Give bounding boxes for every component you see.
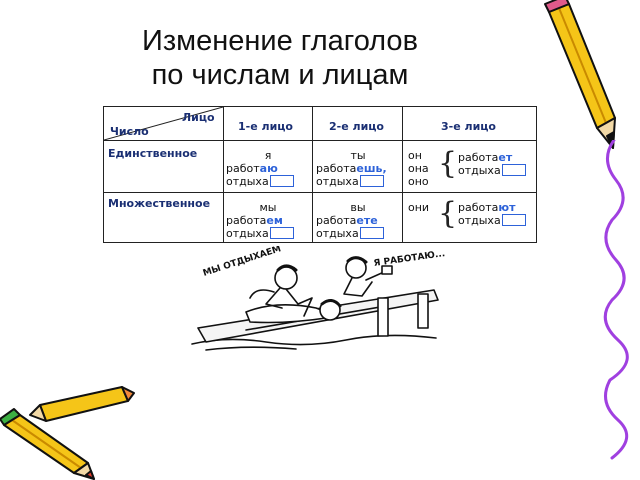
caption-we-rest: МЫ ОТДЫХАЕМ xyxy=(202,246,283,279)
title-line-2: по числам и лицам xyxy=(151,59,409,91)
verb-ending: аю xyxy=(259,162,278,175)
column-header-third: 3-е лицо xyxy=(441,120,496,133)
row-label-singular: Единственное xyxy=(108,147,198,160)
verb-stem: отдыха xyxy=(458,214,501,227)
verb-ending: ют xyxy=(498,201,516,214)
cell-singular-first: я работаю отдыха xyxy=(226,149,310,188)
decorative-squiggle xyxy=(603,140,629,460)
verb-stem: отдыха xyxy=(458,164,501,177)
pencil-icon xyxy=(544,0,616,149)
pronoun: ты xyxy=(350,149,366,162)
brace-icon: { xyxy=(438,196,458,231)
verb-stem: отдыха xyxy=(226,175,269,188)
column-header-second: 2-е лицо xyxy=(329,120,384,133)
verb-stem: работа xyxy=(458,151,499,164)
corner-label-number: Число xyxy=(110,125,149,138)
verb-stem: отдыха xyxy=(316,175,359,188)
col-divider xyxy=(312,107,313,242)
cell-plural-second: вы работаете отдыха xyxy=(316,201,400,240)
brace-icon: { xyxy=(438,146,458,181)
pronoun: оно xyxy=(408,175,429,188)
pronoun: они xyxy=(408,201,430,214)
row-divider xyxy=(104,192,536,193)
cell-plural-third-pronouns: они xyxy=(408,201,429,214)
column-header-first: 1-е лицо xyxy=(238,120,293,133)
verb-ending: ем xyxy=(266,214,283,227)
cell-singular-second: ты работаешь, отдыха xyxy=(316,149,400,188)
verb-stem: работа xyxy=(316,162,357,175)
pronoun: он xyxy=(408,149,422,162)
caption-i-work: Я РАБОТАЮ... xyxy=(373,249,446,269)
ending-blank-box xyxy=(359,227,384,239)
cell-plural-first: мы работаем отдыха xyxy=(226,201,310,240)
pronoun: я xyxy=(264,149,272,162)
ending-blank-box xyxy=(501,214,526,226)
verb-stem: работа xyxy=(458,201,499,214)
verb-stem: работа xyxy=(316,214,357,227)
title-line-1: Изменение глаголов xyxy=(142,25,418,57)
page-title: Изменение глаголов по числам и лицам xyxy=(0,24,560,92)
verb-stem: работ xyxy=(226,162,260,175)
pronoun: вы xyxy=(350,201,366,214)
cell-singular-third-verbs: работает отдыха xyxy=(458,151,526,177)
ending-blank-box xyxy=(501,164,526,176)
pencils-icon xyxy=(0,386,135,480)
col-divider xyxy=(402,107,403,242)
verb-stem: отдыха xyxy=(226,227,269,240)
cell-plural-third-verbs: работают отдыха xyxy=(458,201,526,227)
verb-ending: ете xyxy=(356,214,378,227)
cell-singular-third-pronouns: он она оно xyxy=(408,149,429,188)
corner-label-person: Лицо xyxy=(182,111,215,124)
row-label-plural: Множественное xyxy=(108,197,211,210)
ending-blank-box xyxy=(269,175,294,187)
ending-blank-box xyxy=(359,175,384,187)
pronoun: мы xyxy=(259,201,277,214)
verb-stem: работа xyxy=(226,214,267,227)
verb-stem: отдыха xyxy=(316,227,359,240)
col-divider xyxy=(223,107,224,242)
conjugation-table: Лицо Число 1-е лицо 2-е лицо 3-е лицо Ед… xyxy=(103,106,537,243)
ending-blank-box xyxy=(269,227,294,239)
verb-ending: ет xyxy=(498,151,513,164)
verb-ending: ешь, xyxy=(356,162,387,175)
corner-diagonal xyxy=(104,107,224,141)
row-divider xyxy=(104,140,536,141)
kids-on-plank-illustration: МЫ ОТДЫХАЕМ Я РАБОТАЮ... xyxy=(191,246,446,351)
pronoun: она xyxy=(408,162,429,175)
